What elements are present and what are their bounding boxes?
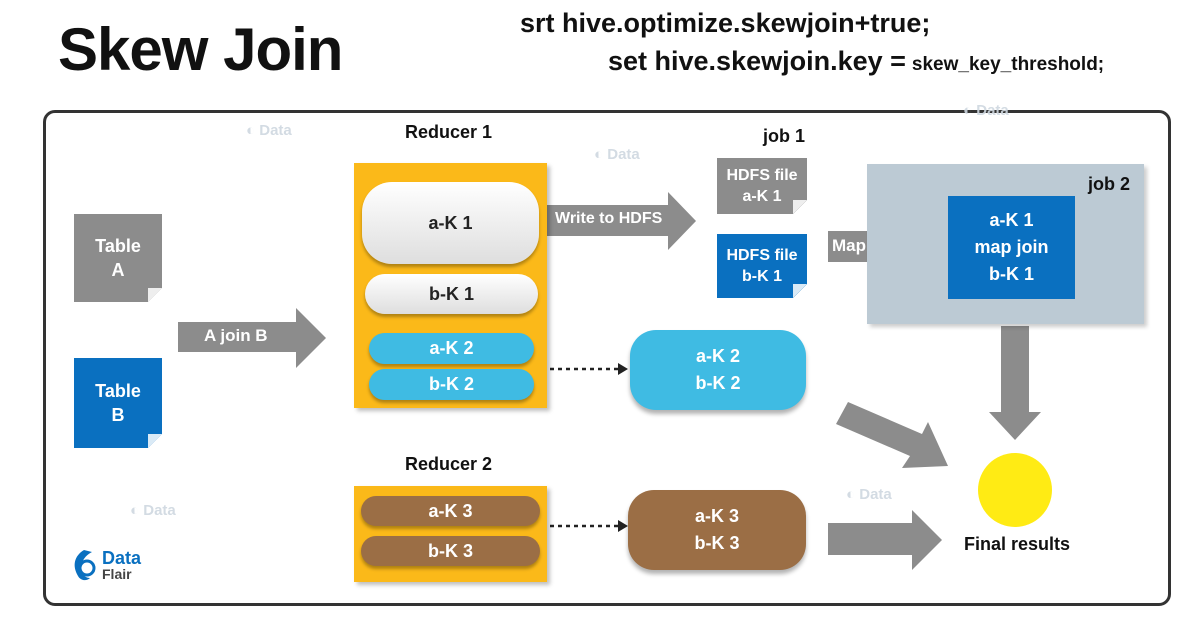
diagonal-arrow xyxy=(836,402,948,468)
final-results-label: Final results xyxy=(964,534,1071,554)
final-results-circle xyxy=(978,453,1052,527)
job-2-label: job 2 xyxy=(1088,174,1131,194)
reducer-2-item: b-K 3 xyxy=(361,536,540,566)
map-join-line: map join xyxy=(974,237,1049,257)
job-1-label: job 1 xyxy=(763,126,806,146)
reducer-1-item: b-K 2 xyxy=(369,369,534,400)
watermark-logo: ◐ Data xyxy=(594,146,640,163)
watermark-text: Data xyxy=(143,502,176,519)
final-arrow xyxy=(828,510,942,570)
reducer-1-item: a-K 1 xyxy=(362,182,539,264)
skew-output-k3-line: b-K 3 xyxy=(694,533,740,553)
page-title: Skew Join xyxy=(58,16,343,83)
reducer-1-item: b-K 1 xyxy=(365,274,538,314)
dotted-arrow-k2-head xyxy=(618,363,628,375)
skew-output-k2-line: b-K 2 xyxy=(695,373,741,393)
brand-logo-sub: Flair xyxy=(102,566,132,582)
skew-output-k2: a-K 2 b-K 2 xyxy=(630,330,806,410)
skew-output-k3: a-K 3 b-K 3 xyxy=(628,490,806,570)
config-command-1: srt hive.optimize.skewjoin+true; xyxy=(520,8,931,38)
reducer-2-item: a-K 3 xyxy=(361,496,540,526)
hdfs-file-b-k1-label: HDFS file b-K 1 xyxy=(726,247,798,285)
join-arrow xyxy=(178,308,326,368)
skew-output-k2-line: a-K 2 xyxy=(695,346,740,366)
skew-output-k3-line: a-K 3 xyxy=(694,506,739,526)
reducer-1-item: a-K 2 xyxy=(369,333,534,364)
hdfs-file-b-k1: HDFS file b-K 1 xyxy=(717,234,807,298)
brand-logo-icon xyxy=(74,550,96,581)
config-command-2-value: skew_key_threshold; xyxy=(911,54,1105,75)
table-a: Table A xyxy=(74,214,162,302)
brand-logo: Data Flair xyxy=(70,548,141,584)
config-command-2-main: set hive.skewjoin.key = xyxy=(608,46,906,76)
table-b-label: Table B xyxy=(95,381,141,425)
brand-logo-name: Data xyxy=(102,548,142,568)
map-join-line: a-K 1 xyxy=(989,210,1034,230)
table-a-label: Table A xyxy=(95,236,141,280)
down-arrow xyxy=(989,326,1041,440)
watermark-text: Data xyxy=(859,486,892,503)
watermark-logo: ◐ Data xyxy=(846,486,892,503)
reducer-2-label: Reducer 2 xyxy=(405,454,493,474)
reducer-1-label: Reducer 1 xyxy=(405,122,493,142)
config-command-2: set hive.skewjoin.key =skew_key_threshol… xyxy=(608,46,1104,77)
join-arrow-label: A join B xyxy=(204,326,268,345)
table-b: Table B xyxy=(74,358,162,448)
brand-logo-text: Data Flair xyxy=(102,548,142,582)
watermark-logo: ◐ Data xyxy=(246,122,292,139)
hdfs-file-a-k1-label: HDFS file a-K 1 xyxy=(726,167,798,205)
write-hdfs-arrow xyxy=(546,192,696,250)
watermark-text: Data xyxy=(259,122,292,139)
watermark-text: Data xyxy=(976,102,1009,119)
watermark-logo: ◐ Data xyxy=(963,102,1009,119)
write-hdfs-label: Write to HDFS xyxy=(555,210,663,227)
hdfs-file-a-k1: HDFS file a-K 1 xyxy=(717,158,807,214)
watermark-text: Data xyxy=(607,146,640,163)
watermark-logo: ◐ Data xyxy=(130,502,176,519)
map-join-box: a-K 1 map join b-K 1 xyxy=(948,196,1075,299)
map-join-line: b-K 1 xyxy=(989,264,1034,284)
dotted-arrow-k3-head xyxy=(618,520,628,532)
